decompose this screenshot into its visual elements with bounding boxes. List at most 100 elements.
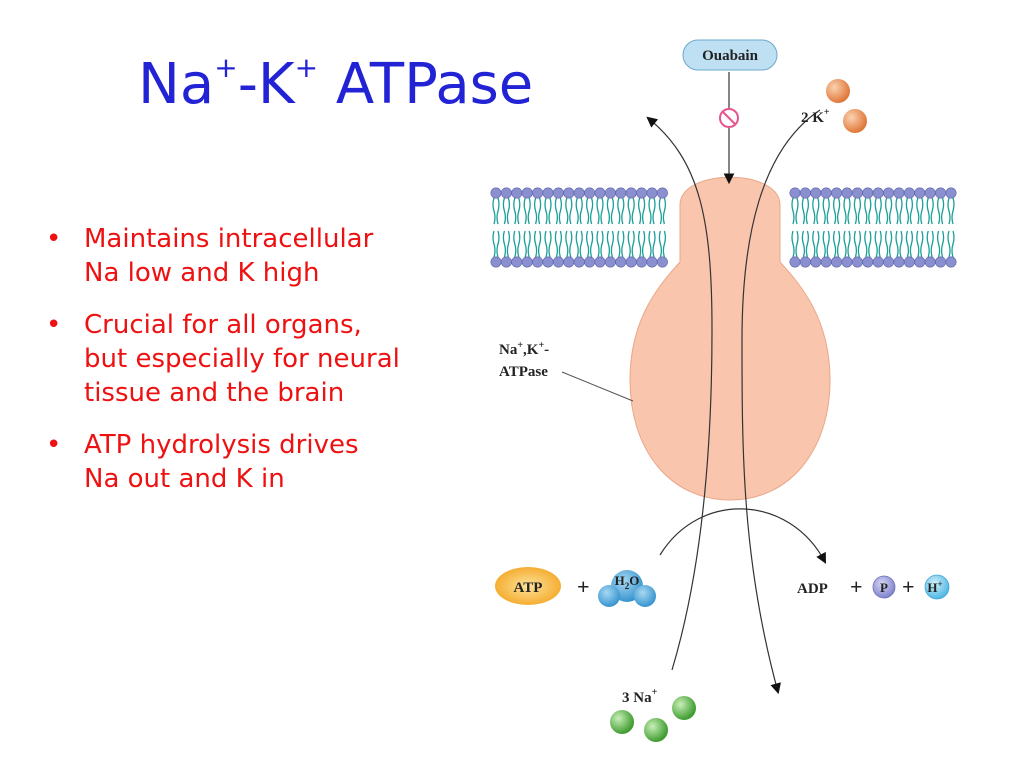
- lipid-tail: [631, 197, 635, 225]
- lipid-head: [831, 256, 843, 268]
- lipid-tail: [916, 197, 920, 225]
- lipid-tail: [637, 230, 642, 258]
- lipid-tail: [936, 230, 941, 258]
- lipid-head: [935, 256, 947, 268]
- atpase-enzyme: [629, 176, 831, 501]
- lipid-head: [584, 187, 596, 199]
- lipid-head: [521, 187, 533, 199]
- lipid-tail: [899, 197, 903, 225]
- lipid-tail: [621, 197, 625, 225]
- lipid-tail: [662, 230, 667, 258]
- lipid-tail: [544, 230, 548, 258]
- lipid-tail: [544, 197, 548, 225]
- phosphate-label: P: [880, 580, 888, 595]
- lipid-tail: [864, 197, 868, 225]
- lipid-tail: [596, 230, 600, 258]
- plus-sign: +: [577, 574, 590, 599]
- lipid-tail: [868, 197, 872, 225]
- bullet-dot: •: [46, 310, 62, 340]
- lipid-tail: [836, 197, 841, 225]
- lipid-tail: [940, 197, 945, 225]
- lipid-tail: [641, 197, 646, 225]
- lipid-head: [820, 187, 832, 199]
- lipid-head: [893, 256, 905, 268]
- sodium-ion: [672, 696, 696, 720]
- lipid-tail: [596, 197, 600, 225]
- atp-molecule: ATP: [495, 567, 561, 605]
- lipid-tail: [617, 197, 621, 225]
- lipid-head: [841, 187, 853, 199]
- lipid-tail: [554, 230, 559, 258]
- lipid-tail: [857, 230, 862, 258]
- potassium-label: 2 K+: [801, 107, 830, 126]
- lipid-tail: [569, 197, 573, 225]
- lipid-tail: [805, 230, 810, 258]
- lipid-tail: [537, 197, 542, 225]
- lipid-head: [862, 187, 874, 199]
- lipid-head: [883, 256, 895, 268]
- lipid-tail: [641, 230, 646, 258]
- lipid-tail: [506, 230, 511, 258]
- lipid-tail: [801, 197, 806, 225]
- lipid-head: [500, 256, 512, 268]
- lipid-tail: [513, 197, 517, 225]
- lipid-head: [563, 187, 575, 199]
- lipid-tail: [951, 197, 955, 225]
- lipid-head: [799, 187, 811, 199]
- lipid-tail: [648, 197, 652, 225]
- lipid-tail: [916, 230, 920, 258]
- lipid-head: [903, 187, 915, 199]
- lipid-tail: [816, 230, 820, 258]
- lipid-tail: [627, 197, 631, 225]
- lipid-tail: [652, 197, 656, 225]
- lipid-tail: [631, 230, 635, 258]
- lipid-tail: [502, 197, 507, 225]
- lipid-tail: [558, 230, 563, 258]
- lipid-tail: [826, 197, 830, 225]
- lipid-tail: [575, 197, 579, 225]
- lipid-head: [903, 256, 915, 268]
- water-label: H2O: [615, 573, 640, 591]
- sodium-path-arrow: [646, 116, 713, 671]
- lipid-tail: [812, 197, 816, 225]
- lipid-head: [604, 256, 616, 268]
- lipid-head: [552, 256, 564, 268]
- lipid-head: [924, 256, 936, 268]
- potassium-ion: [843, 109, 867, 133]
- lipid-tail: [554, 197, 559, 225]
- adp-label: ADP: [797, 581, 828, 597]
- lipid-tail: [548, 197, 552, 225]
- lipid-tail: [492, 230, 496, 258]
- lipid-tail: [558, 197, 563, 225]
- lipid-head: [625, 256, 637, 268]
- lipid-head: [615, 187, 627, 199]
- lipid-tail: [822, 197, 826, 225]
- lipid-head: [935, 187, 947, 199]
- lipid-head: [851, 256, 863, 268]
- plus-sign: +: [850, 574, 863, 599]
- lipid-tail: [600, 230, 604, 258]
- slide-title: Na+-K+ ATPase: [138, 52, 533, 117]
- lipid-tail: [930, 230, 934, 258]
- potassium-ions: 2 K+: [801, 79, 867, 133]
- lipid-tail: [836, 230, 841, 258]
- inhibition-icon: [719, 108, 739, 128]
- lipid-head: [615, 256, 627, 268]
- lipid-tail: [506, 197, 511, 225]
- lipid-tail: [868, 230, 872, 258]
- lipid-tail: [926, 197, 930, 225]
- proton-label: H+: [927, 579, 942, 595]
- sodium-label: 3 Na+: [622, 687, 658, 706]
- title-suffix: ATPase: [318, 52, 534, 117]
- lipid-head: [789, 256, 801, 268]
- lipid-tail: [496, 197, 500, 225]
- lipid-head: [573, 187, 585, 199]
- lipid-head: [945, 256, 957, 268]
- lipid-tail: [832, 230, 837, 258]
- lipid-tail: [905, 197, 910, 225]
- lipid-head: [789, 187, 801, 199]
- lipid-tail: [884, 230, 889, 258]
- lipid-tail: [843, 230, 847, 258]
- title-sup-1: +: [214, 51, 238, 84]
